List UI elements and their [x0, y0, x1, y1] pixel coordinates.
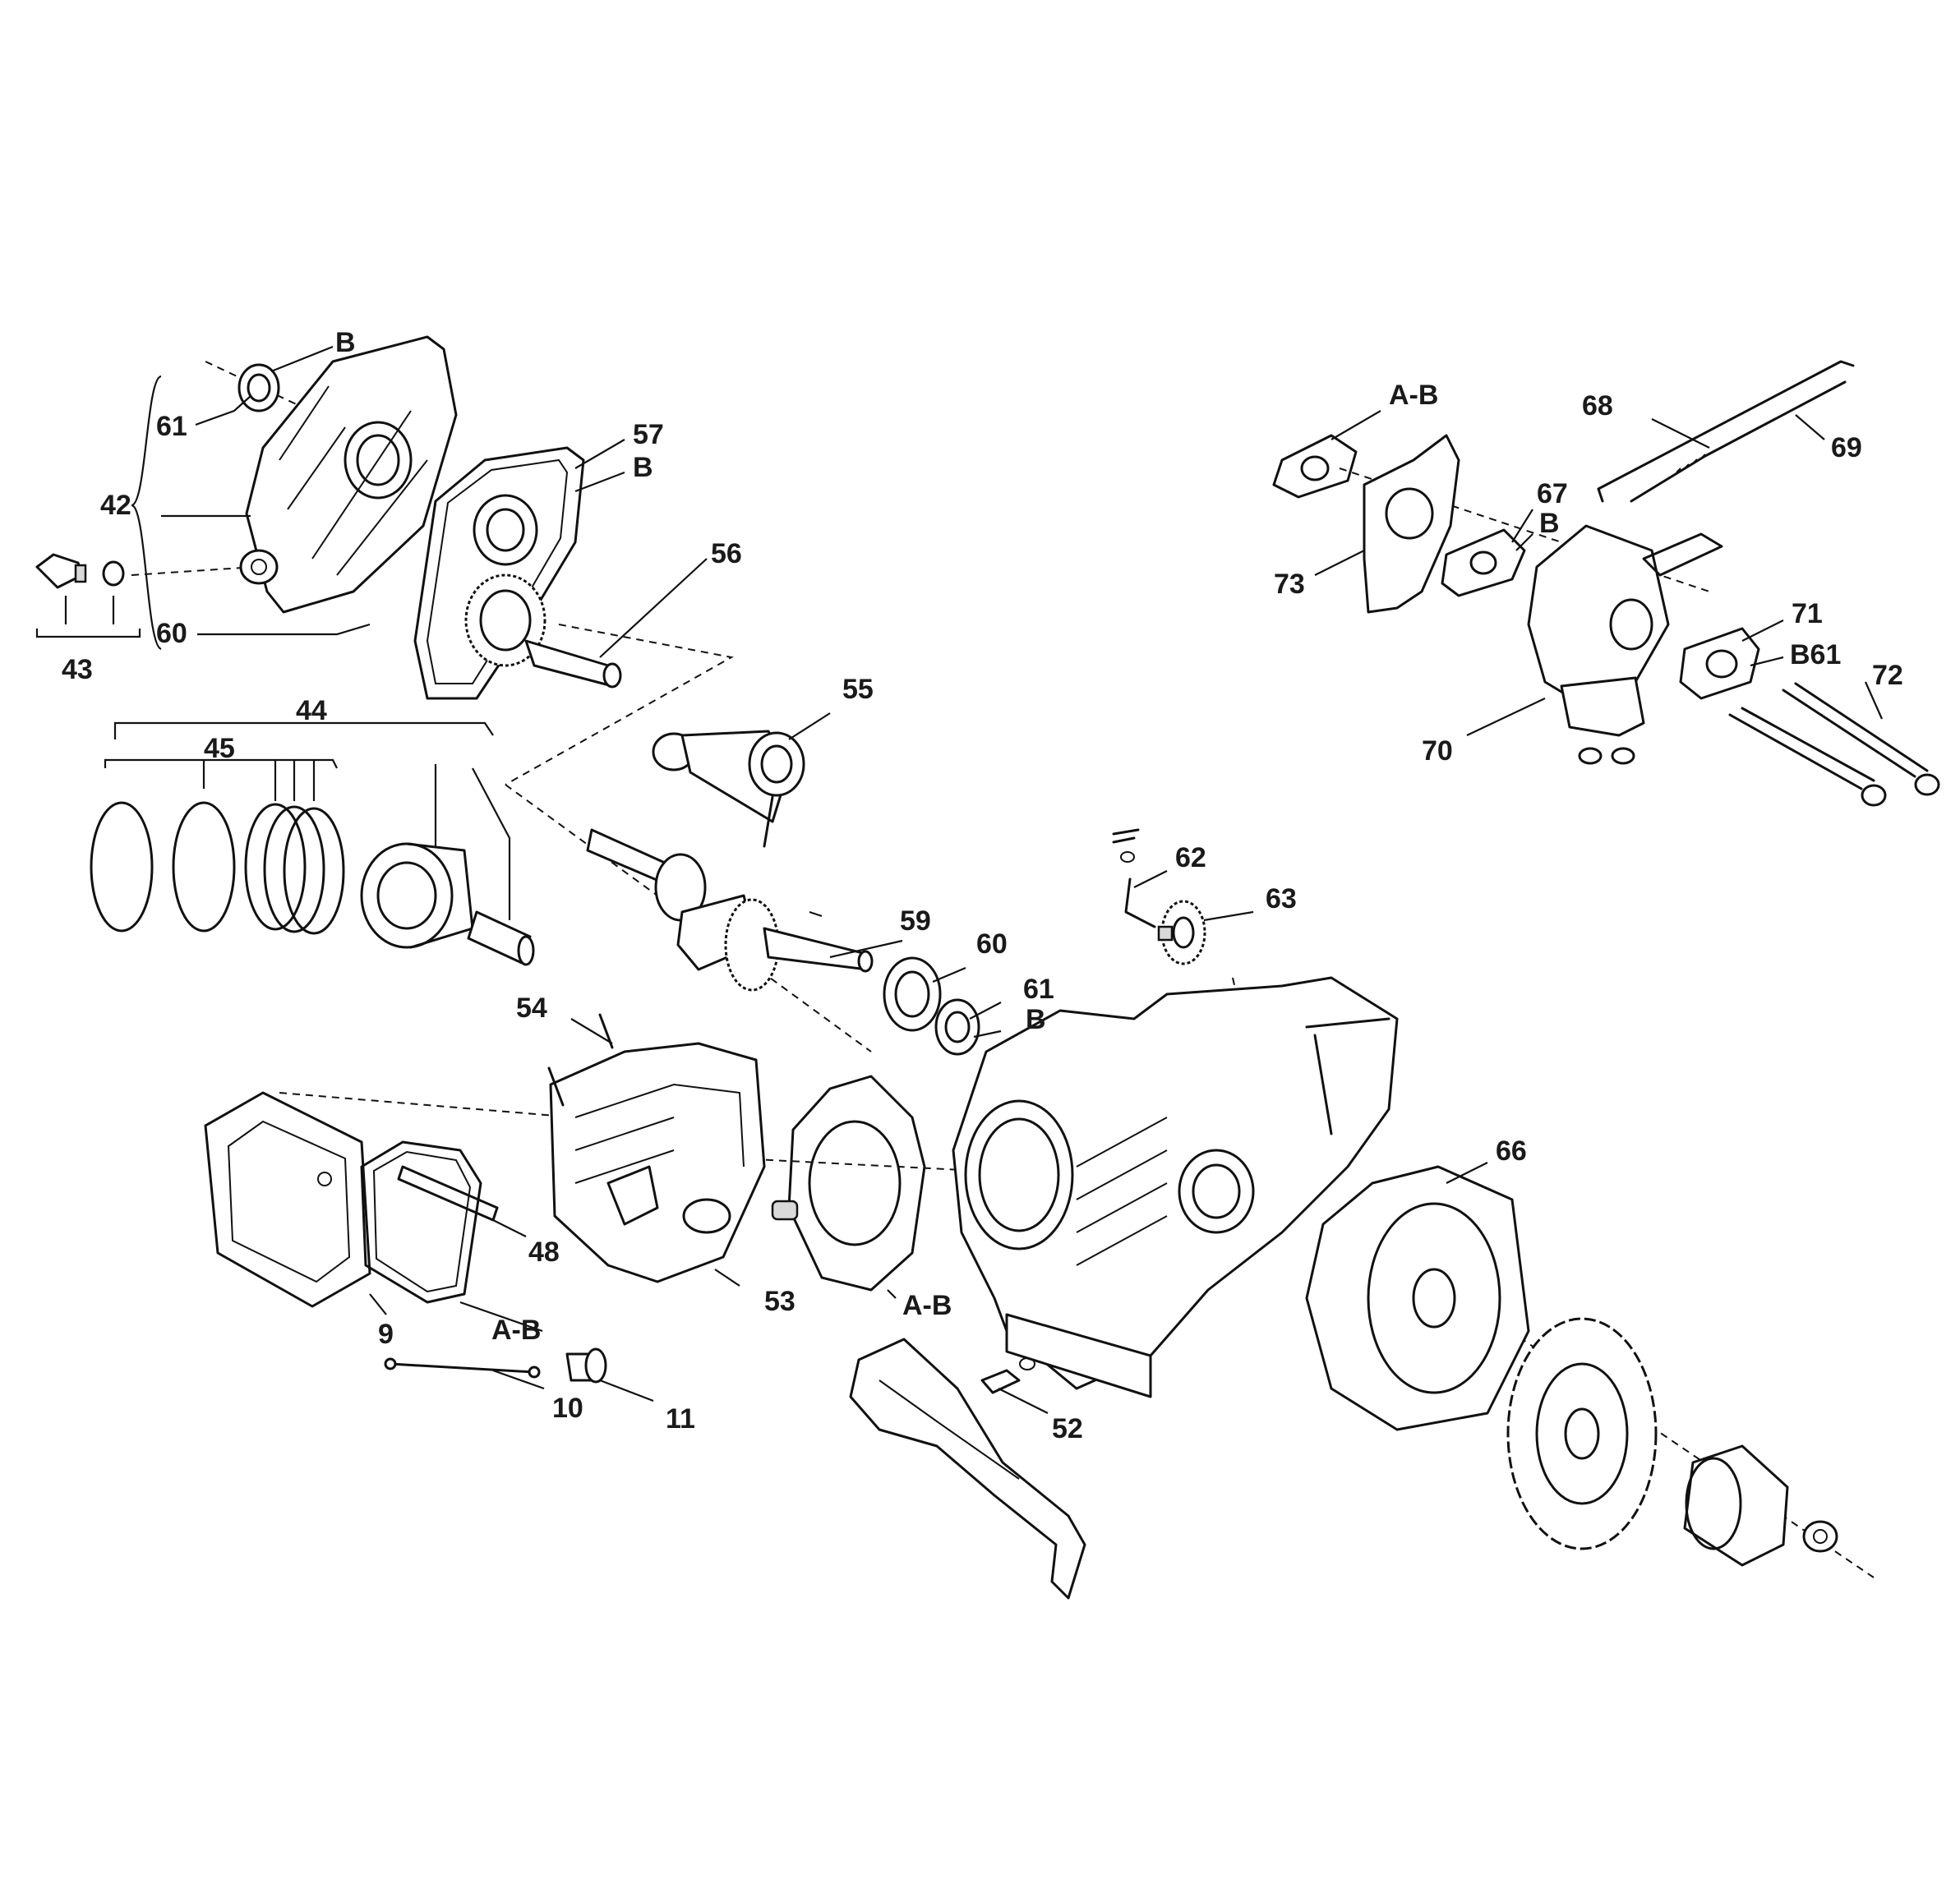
flywheel [1305, 1165, 1530, 1431]
crankshaft [586, 828, 874, 992]
label-45: 45 [204, 733, 235, 764]
label-ab-top: A-B [1389, 380, 1438, 411]
governor-spring [1630, 380, 1847, 503]
label-56: 56 [711, 538, 742, 569]
cover-bearing [473, 494, 538, 566]
cooling-fan [1506, 1317, 1658, 1550]
label-68: 68 [1582, 390, 1613, 421]
carb-gasket-67 [1441, 528, 1526, 597]
insulator-plate [1363, 434, 1460, 614]
piston [360, 842, 474, 949]
label-ab-cover: A-B [491, 1315, 541, 1346]
label-57: 57 [633, 419, 664, 450]
label-44: 44 [296, 695, 327, 726]
label-b-top: B [335, 327, 356, 358]
label-48: 48 [528, 1237, 560, 1268]
label-60-top: 60 [156, 618, 187, 649]
label-63: 63 [1266, 883, 1297, 914]
throttle-rod [1597, 360, 1855, 503]
valve-cover [204, 1091, 371, 1308]
label-43: 43 [62, 654, 93, 685]
label-70: 70 [1422, 735, 1453, 767]
piston-rings [90, 801, 345, 935]
label-54: 54 [516, 993, 547, 1024]
label-55: 55 [842, 674, 874, 705]
shroud-bracket [849, 1338, 1086, 1600]
label-59: 59 [900, 905, 931, 937]
head-gasket [771, 1075, 926, 1292]
label-53: 53 [764, 1286, 796, 1317]
push-rod [384, 1357, 541, 1379]
label-42: 42 [100, 490, 131, 521]
label-ab-gasket: A-B [902, 1290, 952, 1321]
label-60-mid: 60 [976, 928, 1008, 960]
label-b-mid: B [1026, 1004, 1046, 1035]
callout-labels: B 61 42 57 B 56 60 43 44 45 55 59 60 61 … [62, 327, 1903, 1444]
label-66: 66 [1496, 1135, 1527, 1167]
crank-bearing [883, 956, 942, 1032]
label-52: 52 [1052, 1413, 1083, 1444]
label-b61: B61 [1790, 639, 1841, 670]
label-9: 9 [378, 1319, 394, 1350]
label-b-57: B [633, 452, 653, 483]
carburetor [1527, 524, 1723, 765]
label-61-mid: 61 [1023, 974, 1054, 1005]
valve-cover-gasket [360, 1140, 482, 1304]
crankcase-cover [239, 335, 458, 614]
label-69: 69 [1831, 432, 1862, 463]
block-bolt [980, 1357, 1035, 1394]
label-73: 73 [1274, 569, 1305, 600]
label-67: 67 [1537, 478, 1568, 509]
starter-cup [1683, 1444, 1789, 1567]
label-62: 62 [1175, 842, 1206, 873]
label-10: 10 [552, 1393, 583, 1424]
crank-oil-seal [934, 998, 980, 1056]
oil-seal-top [238, 363, 280, 412]
engine-block [952, 976, 1399, 1398]
label-71: 71 [1792, 598, 1823, 629]
carb-studs [1728, 682, 1940, 807]
label-b-67: B [1539, 508, 1560, 539]
cylinder-head [549, 1042, 766, 1283]
crankcase-gasket [413, 446, 585, 700]
governor-gear [1157, 900, 1206, 965]
carb-gasket-71 [1679, 627, 1760, 700]
leader-lines [35, 345, 1884, 1414]
camshaft-gear [464, 573, 622, 689]
label-72: 72 [1872, 660, 1903, 691]
label-11: 11 [666, 1403, 695, 1435]
flywheel-nut [1802, 1520, 1838, 1553]
valve-tappet [565, 1347, 607, 1384]
drain-plug [35, 553, 125, 589]
intake-gasket-top [1272, 434, 1358, 499]
governor-arm [1112, 828, 1156, 928]
breather-tube [397, 1165, 499, 1222]
piston-pin [467, 910, 535, 966]
label-61-top: 61 [156, 411, 187, 442]
connecting-rod [652, 730, 805, 848]
